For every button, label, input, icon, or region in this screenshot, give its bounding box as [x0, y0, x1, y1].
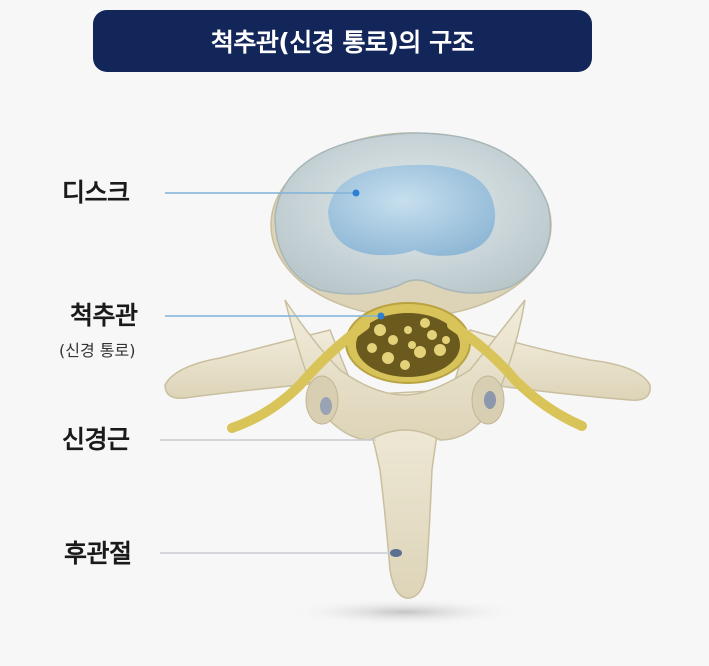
right-facet-mark — [484, 391, 496, 409]
nerve-bundle — [367, 318, 450, 370]
page-title: 척추관(신경 통로)의 구조 — [210, 28, 475, 57]
title-banner: 척추관(신경 통로)의 구조 — [93, 10, 592, 72]
label-facet-joint: 후관절 — [64, 539, 132, 568]
label-spinal-canal-sub: (신경 통로) — [59, 341, 136, 360]
right-nerve-root — [447, 320, 587, 431]
disc-marker — [352, 189, 360, 197]
canal-marker — [377, 312, 385, 320]
floor-shadow — [285, 598, 525, 626]
label-disc: 디스크 — [62, 178, 130, 207]
facet-marker — [390, 549, 402, 557]
left-facet-mark — [320, 397, 332, 415]
label-spinal-canal: 척추관 — [70, 301, 138, 330]
vertebral-arch — [284, 299, 526, 441]
spinous-process — [358, 389, 450, 599]
left-nerve-root — [227, 320, 370, 433]
disc-nucleus — [328, 164, 496, 256]
label-nerve-root: 신경근 — [62, 425, 130, 454]
